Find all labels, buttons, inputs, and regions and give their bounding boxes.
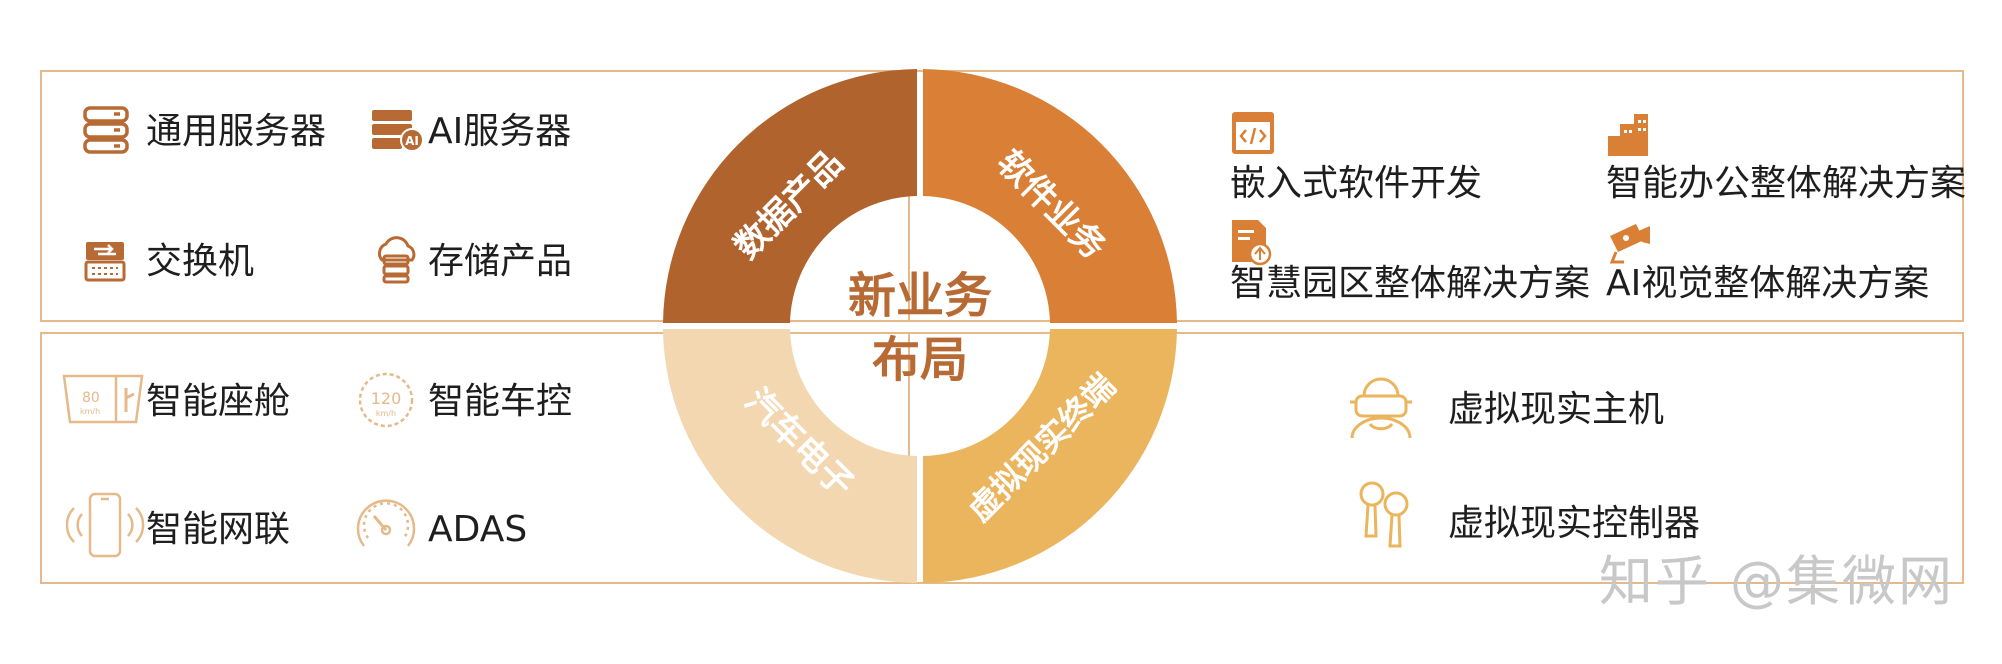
park-document-icon: [1230, 218, 1274, 266]
item-vr-host: 虚拟现实主机: [1448, 389, 1665, 430]
item-connected: 智能网联: [146, 509, 291, 550]
item-vr-controller: 虚拟现实控制器: [1448, 503, 1701, 544]
camera-vision-icon: [1606, 218, 1654, 264]
segment-software: [923, 69, 1177, 323]
item-park: 智慧园区整体解决方案: [1230, 263, 1591, 304]
vr-controller-icon: [1352, 480, 1416, 550]
item-switch: 交换机: [146, 241, 255, 282]
item-car-control: 智能车控: [428, 381, 573, 422]
cockpit-dashboard-icon: 80 km/h: [60, 372, 146, 426]
switch-icon: [84, 240, 126, 282]
center-title-line1: 新业务: [848, 268, 993, 324]
item-storage: 存储产品: [428, 241, 573, 282]
svg-text:AI: AI: [405, 134, 419, 148]
watermark: 知乎 @集微网: [1598, 550, 1954, 613]
vr-headset-icon: [1346, 376, 1416, 440]
speedometer-icon: 120 km/h: [354, 370, 418, 430]
speedo-unit-left: km/h: [80, 407, 100, 416]
connected-phone-icon: [66, 490, 146, 560]
gauge-icon: [354, 494, 418, 556]
ai-server-icon: AI: [370, 108, 424, 152]
center-title-line2: 布局: [872, 332, 969, 388]
item-cockpit: 智能座舱: [146, 381, 291, 422]
speedo-value-right: 120: [371, 389, 402, 408]
cloud-storage-icon: [372, 236, 420, 284]
segment-vr-terminal: [923, 329, 1177, 583]
code-window-icon: [1230, 110, 1276, 156]
item-office: 智能办公整体解决方案: [1606, 163, 1967, 204]
office-building-icon: [1606, 112, 1650, 158]
speedo-value-left: 80: [82, 390, 100, 406]
item-vision: AI视觉整体解决方案: [1606, 263, 1930, 304]
item-general-server: 通用服务器: [146, 111, 327, 152]
item-ai-server: AI服务器: [428, 111, 572, 152]
item-adas: ADAS: [428, 509, 528, 550]
server-stack-icon: [82, 106, 130, 154]
item-embedded: 嵌入式软件开发: [1230, 163, 1483, 204]
segment-data-products: [663, 69, 917, 323]
segment-auto-electronics: [663, 329, 917, 583]
business-donut: 数据产品 软件业务 汽车电子 虚拟现实终端: [660, 66, 1180, 586]
speedo-unit-right: km/h: [376, 409, 396, 418]
